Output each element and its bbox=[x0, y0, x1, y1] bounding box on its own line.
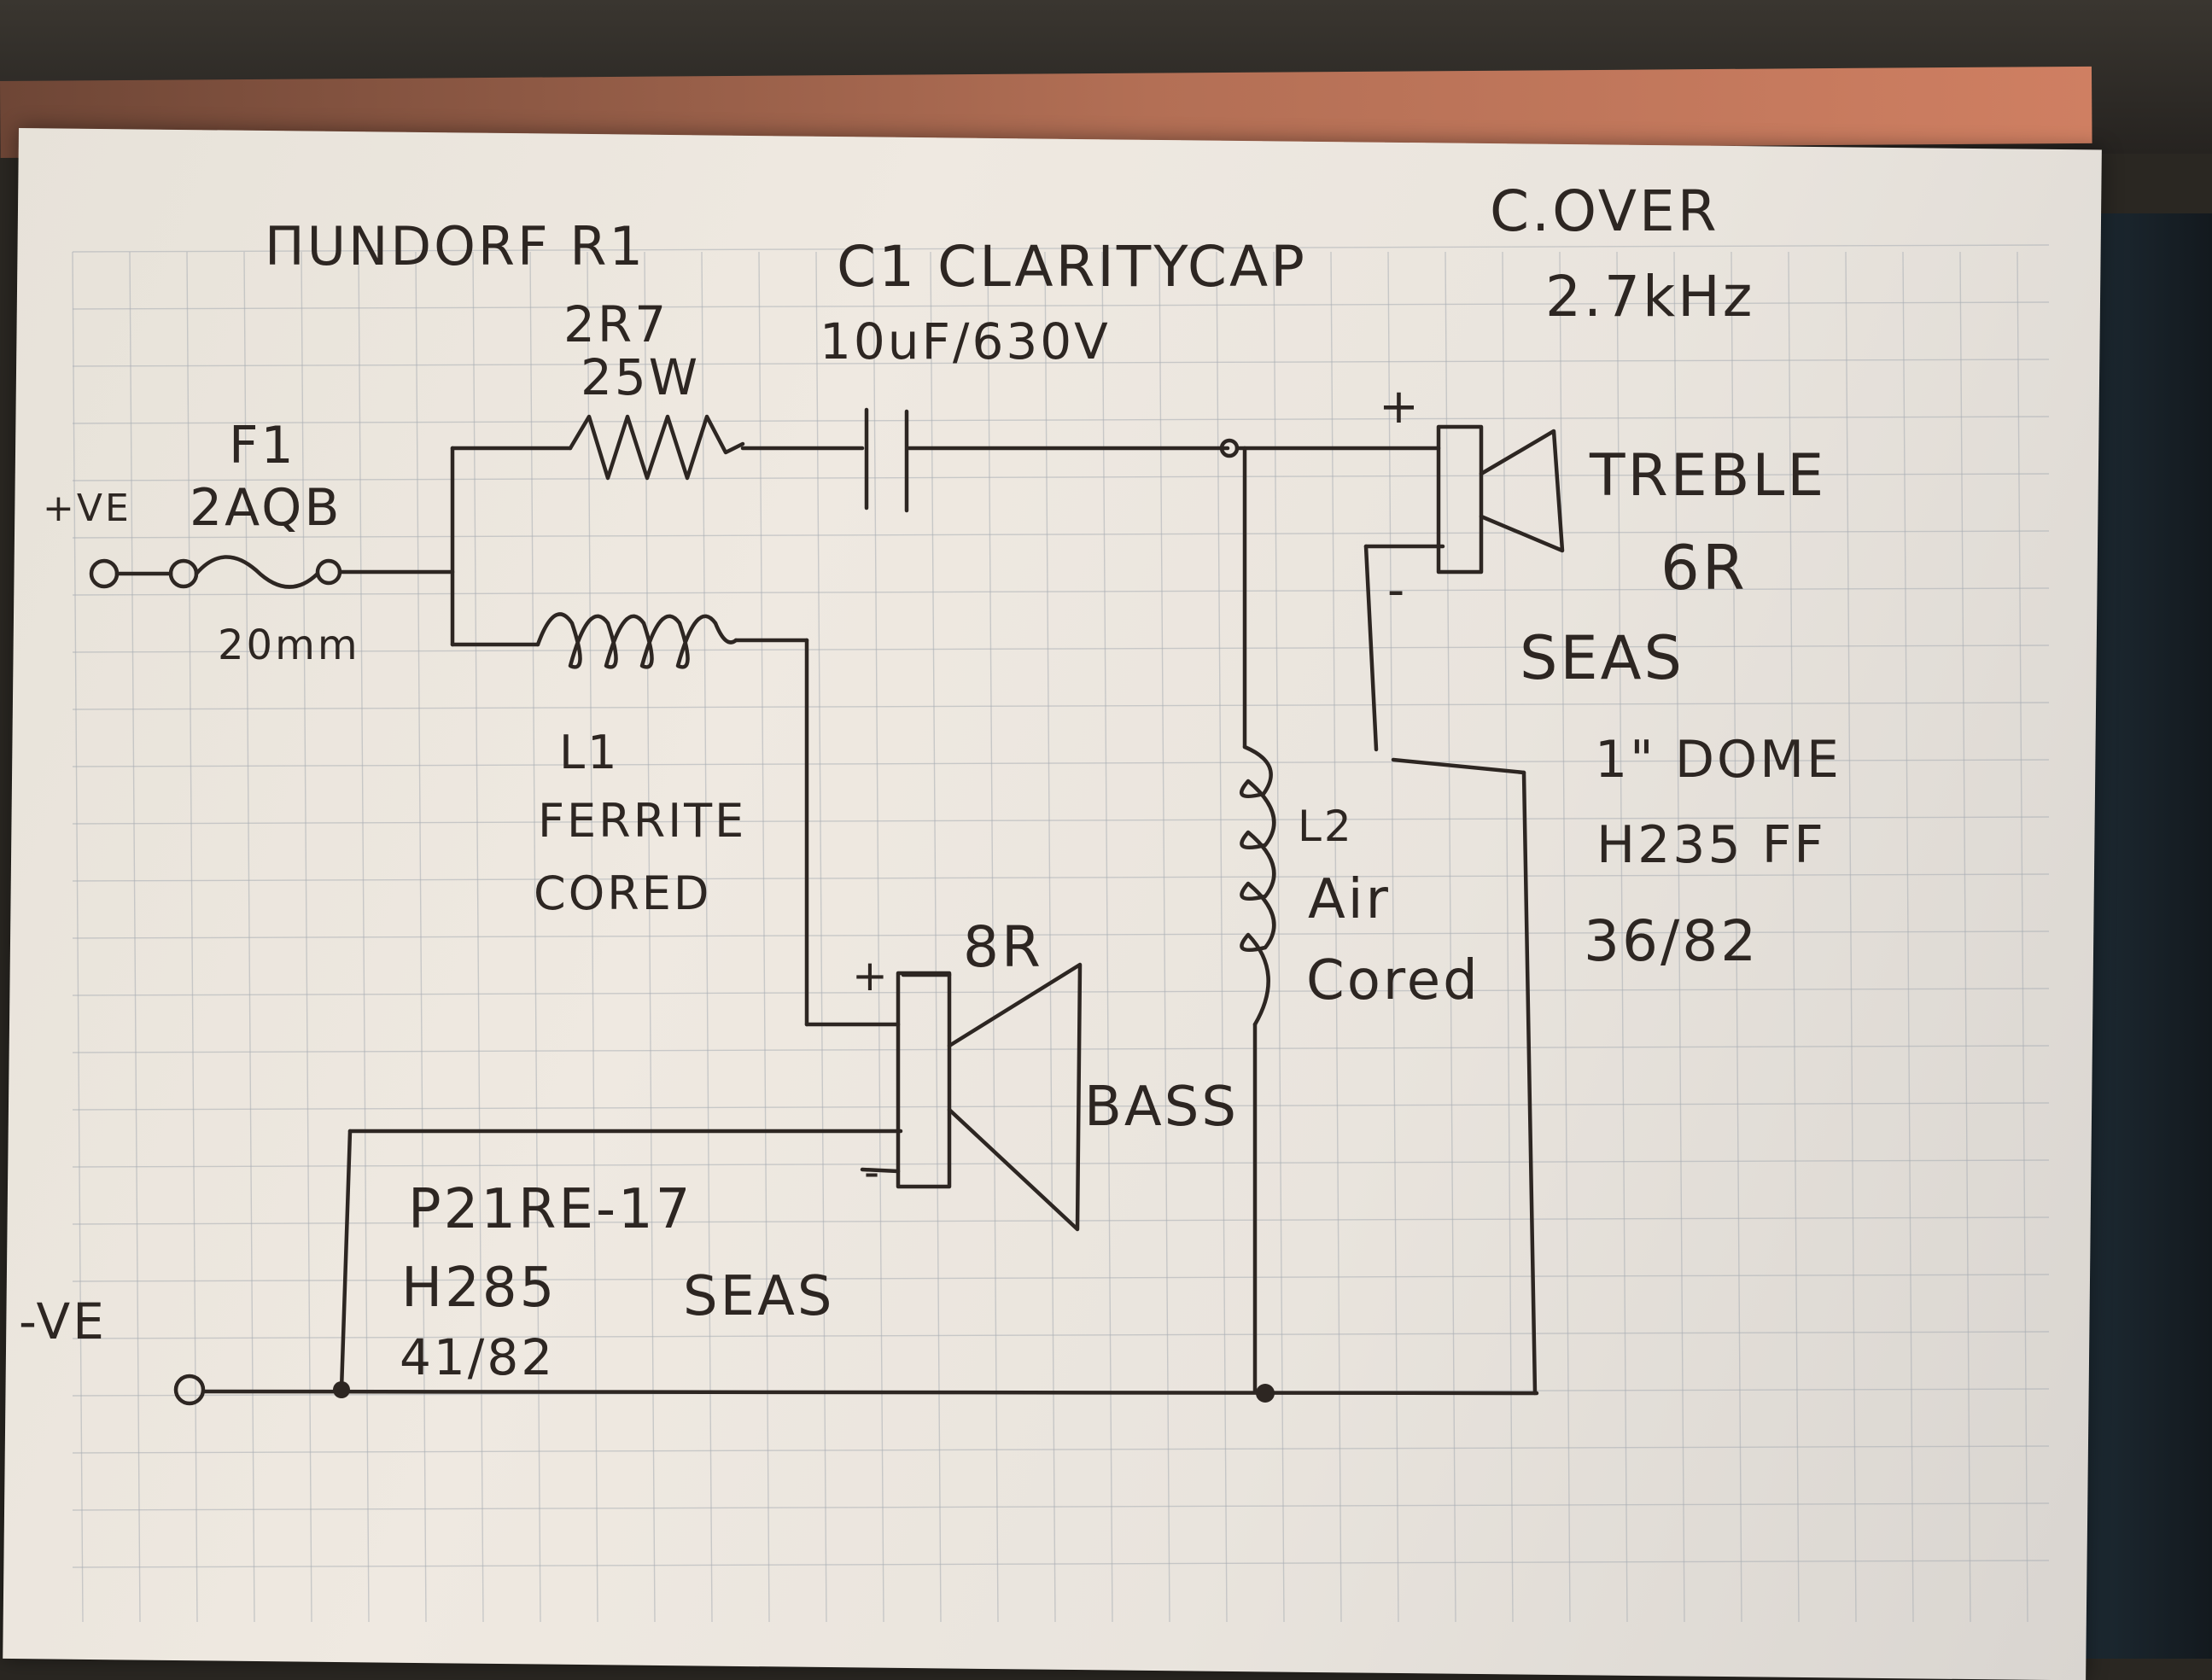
fuse-rating: 2AQB bbox=[190, 478, 342, 538]
treble-label: TREBLE bbox=[1589, 442, 1826, 510]
capacitor-value: 10uF/630V bbox=[820, 312, 1111, 370]
crossover-label: C.OVER bbox=[1490, 178, 1719, 244]
bass-brand: SEAS bbox=[683, 1265, 834, 1328]
l2-name: L2 bbox=[1298, 802, 1354, 851]
bass-minus-sign: - bbox=[864, 1147, 882, 1197]
treble-model: H235 FF bbox=[1596, 815, 1826, 875]
tweeter-cone bbox=[1479, 429, 1565, 553]
positive-terminal bbox=[89, 558, 120, 589]
bass-model: H285 bbox=[401, 1257, 557, 1320]
inductor-l1 bbox=[535, 612, 738, 669]
wires bbox=[89, 407, 1539, 1406]
crossover-frequency: 2.7kHz bbox=[1545, 264, 1754, 330]
fuse-end-right bbox=[315, 558, 342, 586]
l1-type-cored: CORED bbox=[534, 866, 711, 920]
bass-date: 41/82 bbox=[400, 1328, 555, 1386]
woofer-cone bbox=[947, 962, 1083, 1232]
fuse-size: 20mm bbox=[218, 621, 360, 669]
l2-type-cored: Cored bbox=[1306, 949, 1480, 1012]
resistor-value: 2R7 bbox=[563, 295, 668, 353]
inductor-l2 bbox=[1239, 744, 1276, 1027]
tweeter-magnet bbox=[1436, 424, 1484, 575]
claritycap-label: C1 CLARITYCAP bbox=[837, 234, 1307, 300]
l2-type-air: Air bbox=[1308, 868, 1391, 931]
dark-surface bbox=[2083, 213, 2212, 1659]
node-ground-right bbox=[1256, 1384, 1275, 1403]
resistor-r1 bbox=[568, 414, 745, 481]
bass-plus-sign: + bbox=[852, 951, 890, 1000]
mundorf-label: ΠUNDORF R1 bbox=[265, 215, 645, 277]
treble-date: 36/82 bbox=[1584, 908, 1759, 974]
labels: ΠUNDORF R1 C1 CLARITYCAP C.OVER 2.7kHz 2… bbox=[19, 178, 1841, 1386]
tweeter-minus-sign: - bbox=[1387, 563, 1407, 618]
bass-part-number: P21RE-17 bbox=[408, 1178, 692, 1241]
negative-terminal bbox=[173, 1374, 206, 1406]
negative-label: -VE bbox=[19, 1292, 107, 1350]
tweeter-symbol bbox=[1436, 424, 1565, 575]
treble-impedance: 6R bbox=[1660, 532, 1748, 604]
l1-type-ferrite: FERRITE bbox=[538, 794, 746, 848]
l1-name: L1 bbox=[559, 726, 619, 779]
bass-impedance: 8R bbox=[963, 914, 1043, 980]
woofer-magnet bbox=[896, 971, 952, 1189]
resistor-power: 25W bbox=[581, 348, 700, 406]
fuse-element bbox=[194, 555, 320, 589]
bass-label: BASS bbox=[1084, 1076, 1239, 1139]
treble-type: 1" DOME bbox=[1595, 730, 1841, 790]
tweeter-plus-sign: + bbox=[1379, 379, 1421, 435]
treble-brand: SEAS bbox=[1520, 623, 1684, 693]
fuse-name: F1 bbox=[229, 416, 296, 475]
fuse-end-left bbox=[168, 558, 199, 589]
woofer-symbol bbox=[860, 962, 1083, 1232]
positive-label: +VE bbox=[43, 487, 131, 530]
